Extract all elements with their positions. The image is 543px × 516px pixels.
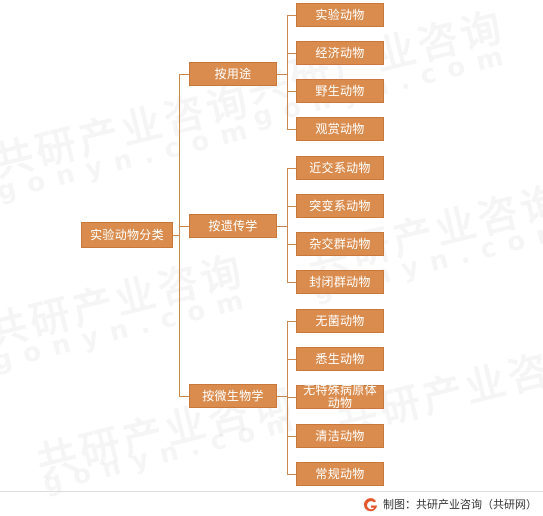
connector-line — [287, 168, 296, 169]
leaf-node: 清洁动物 — [296, 424, 384, 448]
leaf-node: 实验动物 — [296, 3, 384, 27]
connector-line — [287, 321, 296, 322]
connector-line — [179, 226, 189, 227]
watermark-url: gonyn.com — [40, 404, 308, 500]
leaf-node: 封闭群动物 — [296, 270, 384, 294]
watermark-text: 共研产业咨询 — [0, 247, 250, 357]
connector-line — [287, 359, 296, 360]
gonyn-logo-icon — [363, 497, 378, 511]
connector-line — [287, 129, 296, 130]
watermark-url: gonyn.com — [0, 282, 258, 378]
connector-line — [287, 321, 288, 475]
connector-line — [277, 226, 287, 227]
connector-line — [173, 235, 179, 236]
leaf-node: 无菌动物 — [296, 309, 384, 333]
leaf-node: 悉生动物 — [296, 347, 384, 371]
connector-line — [287, 282, 296, 283]
connector-line — [287, 91, 296, 92]
group-node: 按遗传学 — [189, 214, 277, 238]
leaf-node: 杂交群动物 — [296, 232, 384, 256]
connector-line — [287, 436, 296, 437]
leaf-node: 常规动物 — [296, 462, 384, 486]
connector-line — [287, 206, 296, 207]
leaf-node: 突变系动物 — [296, 194, 384, 218]
connector-line — [287, 15, 288, 130]
connector-line — [287, 15, 296, 16]
connector-line — [277, 74, 287, 75]
group-node: 按微生物学 — [189, 384, 277, 408]
watermark-url: gonyn.com — [0, 112, 262, 208]
leaf-node: 经济动物 — [296, 41, 384, 65]
leaf-node: 野生动物 — [296, 79, 384, 103]
leaf-node: 近交系动物 — [296, 156, 384, 180]
connector-line — [287, 168, 288, 283]
connector-line — [287, 474, 296, 475]
leaf-node: 观赏动物 — [296, 117, 384, 141]
connector-line — [287, 244, 296, 245]
connector-line — [287, 53, 296, 54]
footer-divider — [0, 491, 543, 492]
watermark-text: 共研产业咨询 — [0, 77, 256, 187]
connector-line — [179, 74, 180, 397]
connector-line — [277, 396, 287, 397]
footer: 制图：共研产业咨询（共研网） — [363, 495, 537, 513]
connector-line — [179, 74, 189, 75]
group-node: 按用途 — [189, 62, 277, 86]
connector-line — [179, 396, 189, 397]
connector-line — [287, 397, 296, 398]
leaf-node: 无特殊病原体动物 — [296, 384, 384, 410]
source-credit: 制图：共研产业咨询（共研网） — [383, 498, 537, 511]
root-node: 实验动物分类 — [81, 222, 173, 248]
